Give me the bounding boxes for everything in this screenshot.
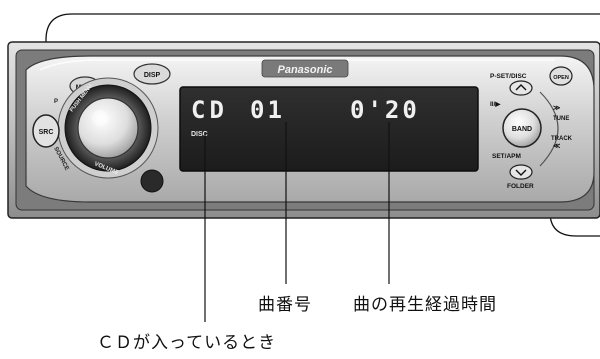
disp-button[interactable]: DISP (133, 63, 171, 85)
set-apm-down-button[interactable] (509, 164, 533, 180)
pset-disc-label: P-SET/DISC (490, 73, 527, 80)
lcd-elapsed-time: 0'20 (350, 96, 420, 124)
open-button-label: OPEN (553, 75, 569, 81)
volume-knob[interactable] (57, 77, 159, 179)
remote-sensor (140, 169, 164, 193)
caption-track-number: 曲番号 (258, 295, 312, 315)
disp-button-label: DISP (144, 72, 161, 79)
folder-label: FOLDER (507, 183, 534, 190)
lcd-display: CD DISC 01 0'20 (179, 86, 479, 172)
band-button[interactable]: BAND (502, 108, 542, 148)
pset-disc-up-button[interactable] (509, 80, 533, 96)
lcd-source-indicator: CD (191, 96, 228, 124)
track-label: TRACK (551, 136, 573, 142)
tune-track-rocker[interactable]: ≫ TUNE TRACK ≪ (539, 91, 573, 167)
chevron-down-icon (515, 169, 527, 176)
fast-forward-icon: ≫ (553, 105, 560, 112)
brand-logo: Panasonic (277, 64, 332, 76)
src-leader-line (45, 13, 600, 116)
lcd-track-number: 01 (250, 96, 285, 124)
lcd-disc-indicator: DISC (191, 131, 208, 138)
set-apm-label: SET/APM (492, 153, 521, 160)
play-pause-label: II/▶ (490, 101, 501, 108)
src-button-label: SRC (39, 129, 54, 136)
band-button-label: BAND (512, 126, 532, 133)
caption-elapsed-time: 曲の再生経過時間 (353, 295, 497, 315)
p-mark-label: P (54, 99, 58, 105)
rewind-icon: ≪ (553, 143, 560, 150)
src-button[interactable]: SRC (32, 114, 60, 148)
car-stereo-unit: Panasonic DISP MUTE PUSH MENU VOLUME SOU… (7, 41, 600, 219)
open-button[interactable]: OPEN (549, 66, 573, 86)
tune-label: TUNE (553, 116, 569, 122)
caption-cd-inserted: ＣＤが入っているとき (97, 333, 277, 353)
chevron-up-icon (515, 84, 527, 91)
